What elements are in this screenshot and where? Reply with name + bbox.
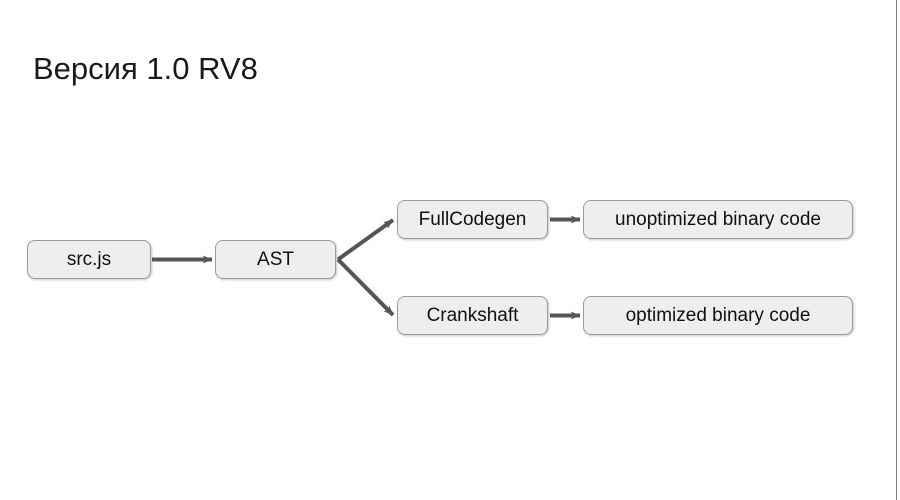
node-unoptimized-binary-code[interactable]: unoptimized binary code (583, 200, 853, 239)
node-unoptimized-binary-code-label: unoptimized binary code (615, 208, 821, 230)
node-src-js[interactable]: src.js (27, 240, 151, 279)
node-crankshaft[interactable]: Crankshaft (397, 296, 548, 335)
node-src-js-label: src.js (66, 248, 112, 270)
node-fullcodegen-label: FullCodegen (418, 208, 527, 230)
edge-ast-to-fullcodegen (336, 218, 395, 262)
node-ast-label: AST (257, 248, 294, 270)
page-title: Версия 1.0 RV8 (33, 51, 258, 86)
node-ast[interactable]: AST (215, 240, 336, 279)
slide-right-border (896, 0, 897, 500)
node-fullcodegen[interactable]: FullCodegen (397, 200, 548, 239)
node-crankshaft-label: Crankshaft (426, 304, 519, 326)
node-optimized-binary-code-label: optimized binary code (625, 304, 811, 326)
edge-ast-to-crankshaft (336, 258, 395, 317)
node-optimized-binary-code[interactable]: optimized binary code (583, 296, 853, 335)
